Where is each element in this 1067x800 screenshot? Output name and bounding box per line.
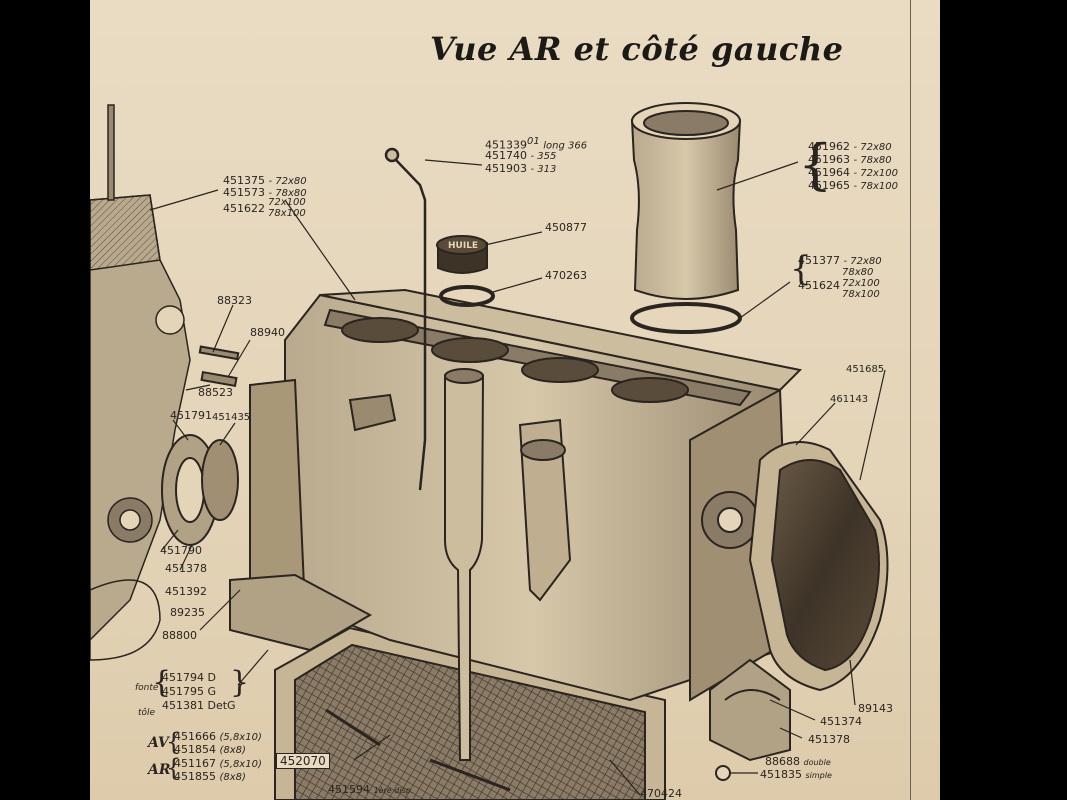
av-part-1: 451666 (5,8x10)	[174, 730, 262, 744]
part-451374: 451374	[820, 715, 862, 728]
liner-part-2: 451963 - 78x80	[808, 153, 892, 167]
left-housing	[90, 104, 191, 661]
gasket-part-1: 451377 - 72x80	[798, 254, 882, 268]
gasket-spec-4: 78x100	[842, 289, 880, 300]
part-451378-right: 451378	[808, 733, 850, 746]
feet-brace-left: {	[152, 665, 172, 700]
part-88940: 88940	[250, 326, 285, 339]
cap-text: HUILE	[448, 241, 479, 251]
feet-brace-right: }	[230, 665, 250, 700]
dipstick-part-1: 45133901 long 366	[485, 136, 588, 152]
part-451594: 451594 1ère disp.	[328, 783, 414, 796]
filler-washer	[439, 285, 495, 307]
gasket-part-2: 451624	[798, 279, 840, 292]
cylinder-liner	[630, 102, 742, 334]
left-top-spec-3: 72x100	[268, 197, 306, 208]
engine-block	[229, 288, 803, 702]
tole-label: tôle	[138, 708, 156, 718]
diagram-title: Vue AR et côté gauche	[430, 30, 844, 68]
part-451791: 451791	[170, 409, 212, 422]
bearing-cap	[709, 658, 791, 781]
left-top-part-1: 451375 - 72x80	[223, 174, 307, 188]
engine-block-illustration	[90, 102, 889, 800]
cap-part: 450877	[545, 221, 587, 234]
part-88523: 88523	[198, 386, 233, 399]
oil-pan-part: 452070	[276, 753, 330, 769]
part-451378-left: 451378	[165, 562, 207, 575]
ar-part-1: 451167 (5,8x10)	[174, 757, 262, 771]
gasket-spec-3: 72x100	[842, 278, 880, 289]
liner-brace: {	[798, 133, 833, 196]
part-89143: 89143	[858, 702, 893, 715]
washer-part: 470263	[545, 269, 587, 282]
leader-lines	[149, 159, 886, 796]
ar-label: AR	[148, 762, 171, 778]
gasket-brace: {	[790, 249, 812, 289]
feet-part-1: 451794 D	[162, 671, 216, 684]
av-label: AV	[148, 735, 169, 751]
dipstick-tube	[444, 368, 485, 761]
part-89235: 89235	[170, 606, 205, 619]
part-451435: 451435	[212, 412, 251, 423]
part-88323: 88323	[217, 294, 252, 307]
liner-part-1: 451962 - 72x80	[808, 140, 892, 154]
gasket-spec-2: 78x80	[842, 267, 874, 278]
ar-part-2: 451855 (8x8)	[174, 770, 246, 784]
part-470424: 470424	[640, 787, 682, 800]
timing-cover	[748, 441, 889, 692]
part-451835: 451835 simple	[760, 768, 832, 781]
rear-seal-parts	[161, 345, 240, 546]
left-top-part-2: 451573 - 78x80	[223, 186, 307, 200]
part-88688: 88688 double	[765, 755, 831, 768]
fonte-label: fonte	[135, 683, 159, 693]
feet-part-3: 451381 DetG	[162, 699, 236, 712]
dipstick-part-3: 451903 - 313	[485, 162, 557, 176]
liner-part-4: 451965 - 78x100	[808, 179, 899, 193]
part-461143: 461143	[830, 394, 869, 405]
left-top-part-3: 451622	[223, 202, 265, 215]
part-451685: 451685	[846, 364, 885, 375]
oil-filler-cap	[436, 235, 488, 274]
part-88800: 88800	[162, 629, 197, 642]
ar-brace: {	[166, 754, 182, 782]
part-451790: 451790	[160, 544, 202, 557]
liner-part-3: 451964 - 72x100	[808, 166, 899, 180]
part-451392: 451392	[165, 585, 207, 598]
dipstick-part-2: 451740 - 355	[485, 149, 557, 163]
dipstick-rod	[384, 147, 427, 491]
page-fold-line	[910, 0, 911, 800]
feet-part-2: 451795 G	[162, 685, 217, 698]
av-brace: {	[166, 728, 182, 756]
left-top-spec-4: 78x100	[268, 208, 306, 219]
av-part-2: 451854 (8x8)	[174, 743, 246, 757]
diagram-sheet: Vue AR et côté gauche 45133901 long 366 …	[90, 0, 940, 800]
